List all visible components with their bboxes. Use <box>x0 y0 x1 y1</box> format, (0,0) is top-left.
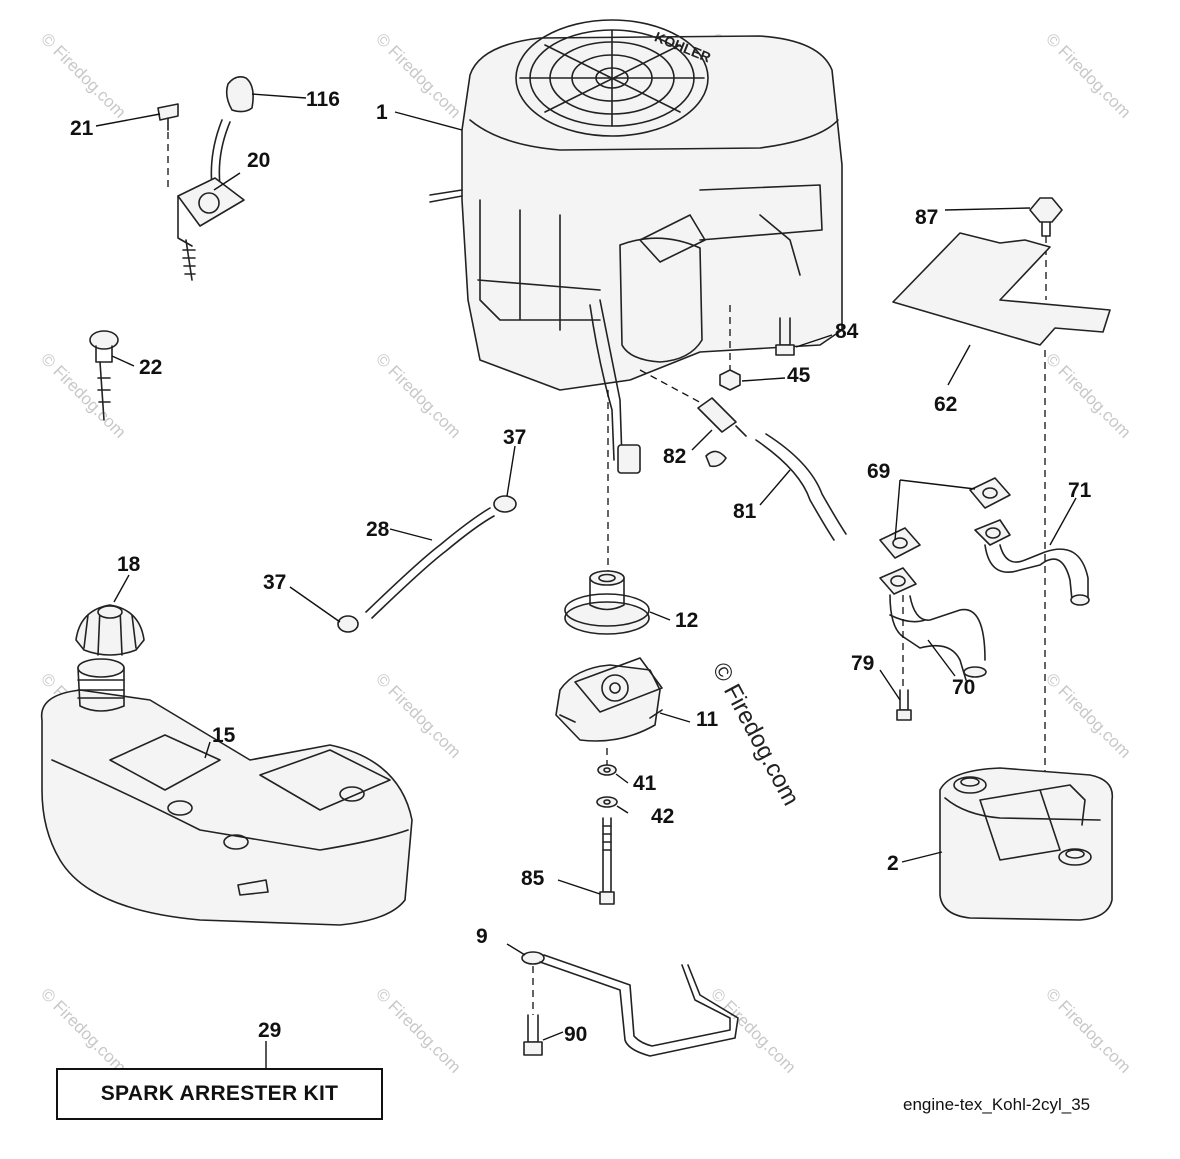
throttle-lever-assembly <box>157 76 254 281</box>
washer-part-41 <box>597 764 617 776</box>
washer-part-42 <box>596 796 618 808</box>
callout-37-lower: 37 <box>263 571 286 594</box>
callouts: 1 2 9 11 12 15 18 20 21 22 28 29 37 37 4… <box>70 88 1092 1046</box>
callout-28: 28 <box>366 518 390 541</box>
watermark: © Firedog.com <box>372 349 464 441</box>
callout-82: 82 <box>663 445 686 468</box>
center-watermark: © Firedog.com <box>707 658 805 810</box>
bolt-part-79 <box>896 689 912 721</box>
spark-arrester-kit-label: SPARK ARRESTER KIT <box>100 1082 339 1105</box>
callout-69: 69 <box>867 460 890 483</box>
nut-part-45 <box>719 369 741 391</box>
callout-84: 84 <box>835 320 859 343</box>
callout-1: 1 <box>376 101 388 124</box>
pulley-part-12 <box>564 570 650 635</box>
rod-part-9 <box>521 951 739 1057</box>
fuel-hose-part-81 <box>755 433 847 541</box>
leader-lines <box>95 93 1077 1068</box>
callout-20: 20 <box>247 149 270 172</box>
watermark: © Firedog.com <box>372 984 464 1076</box>
callout-79: 79 <box>851 652 874 675</box>
callout-81: 81 <box>733 500 757 523</box>
watermark: © Firedog.com <box>37 29 129 121</box>
watermark: © Firedog.com <box>1042 669 1134 761</box>
watermark: © Firedog.com <box>707 984 799 1076</box>
watermark: © Firedog.com <box>37 984 129 1076</box>
callout-41: 41 <box>633 772 657 795</box>
fuel-filter-part-82 <box>697 397 747 468</box>
bolt-part-85 <box>599 817 615 905</box>
exhaust-pipe-part-71 <box>974 519 1090 606</box>
spark-arrester-kit-box: SPARK ARRESTER KIT <box>56 1068 383 1120</box>
callout-12: 12 <box>675 609 698 632</box>
callout-62: 62 <box>934 393 957 416</box>
callout-18: 18 <box>117 553 141 576</box>
pin-part-22 <box>89 330 119 421</box>
fuel-cap-part-18 <box>75 604 145 656</box>
engine-part-1: KOHLER <box>429 19 843 474</box>
callout-2: 2 <box>887 852 899 875</box>
callout-90: 90 <box>564 1023 587 1046</box>
muffler-part-2 <box>939 767 1114 921</box>
callout-21: 21 <box>70 117 94 140</box>
bolt-part-90 <box>523 1014 543 1056</box>
heat-shield-part-62 <box>892 232 1111 346</box>
callout-15: 15 <box>212 724 236 747</box>
watermark: © Firedog.com <box>372 669 464 761</box>
watermark: © Firedog.com <box>1042 984 1134 1076</box>
diagram-caption: engine-tex_Kohl-2cyl_35 <box>903 1095 1091 1114</box>
callout-71: 71 <box>1068 479 1092 502</box>
callout-29: 29 <box>258 1019 281 1042</box>
watermark: © Firedog.com <box>37 349 129 441</box>
callout-22: 22 <box>139 356 162 379</box>
watermark: © Firedog.com <box>1042 349 1134 441</box>
callout-116: 116 <box>306 88 340 111</box>
callout-70: 70 <box>952 676 975 699</box>
clutch-part-11 <box>555 657 663 742</box>
exhaust-pipe-part-70 <box>879 567 987 681</box>
fuel-line-part-28 <box>337 495 517 633</box>
callout-42: 42 <box>651 805 674 828</box>
callout-37-upper: 37 <box>503 426 526 449</box>
fuel-tank-part-15 <box>40 658 413 926</box>
callout-45: 45 <box>787 364 811 387</box>
callout-85: 85 <box>521 867 545 890</box>
callout-9: 9 <box>476 925 488 948</box>
flange-bolt-part-87 <box>1029 197 1063 237</box>
bolt-part-84 <box>775 317 795 356</box>
watermark: © Firedog.com <box>1042 29 1134 121</box>
callout-11: 11 <box>696 708 719 731</box>
gasket-part-69 <box>879 477 1011 559</box>
callout-87: 87 <box>915 206 938 229</box>
